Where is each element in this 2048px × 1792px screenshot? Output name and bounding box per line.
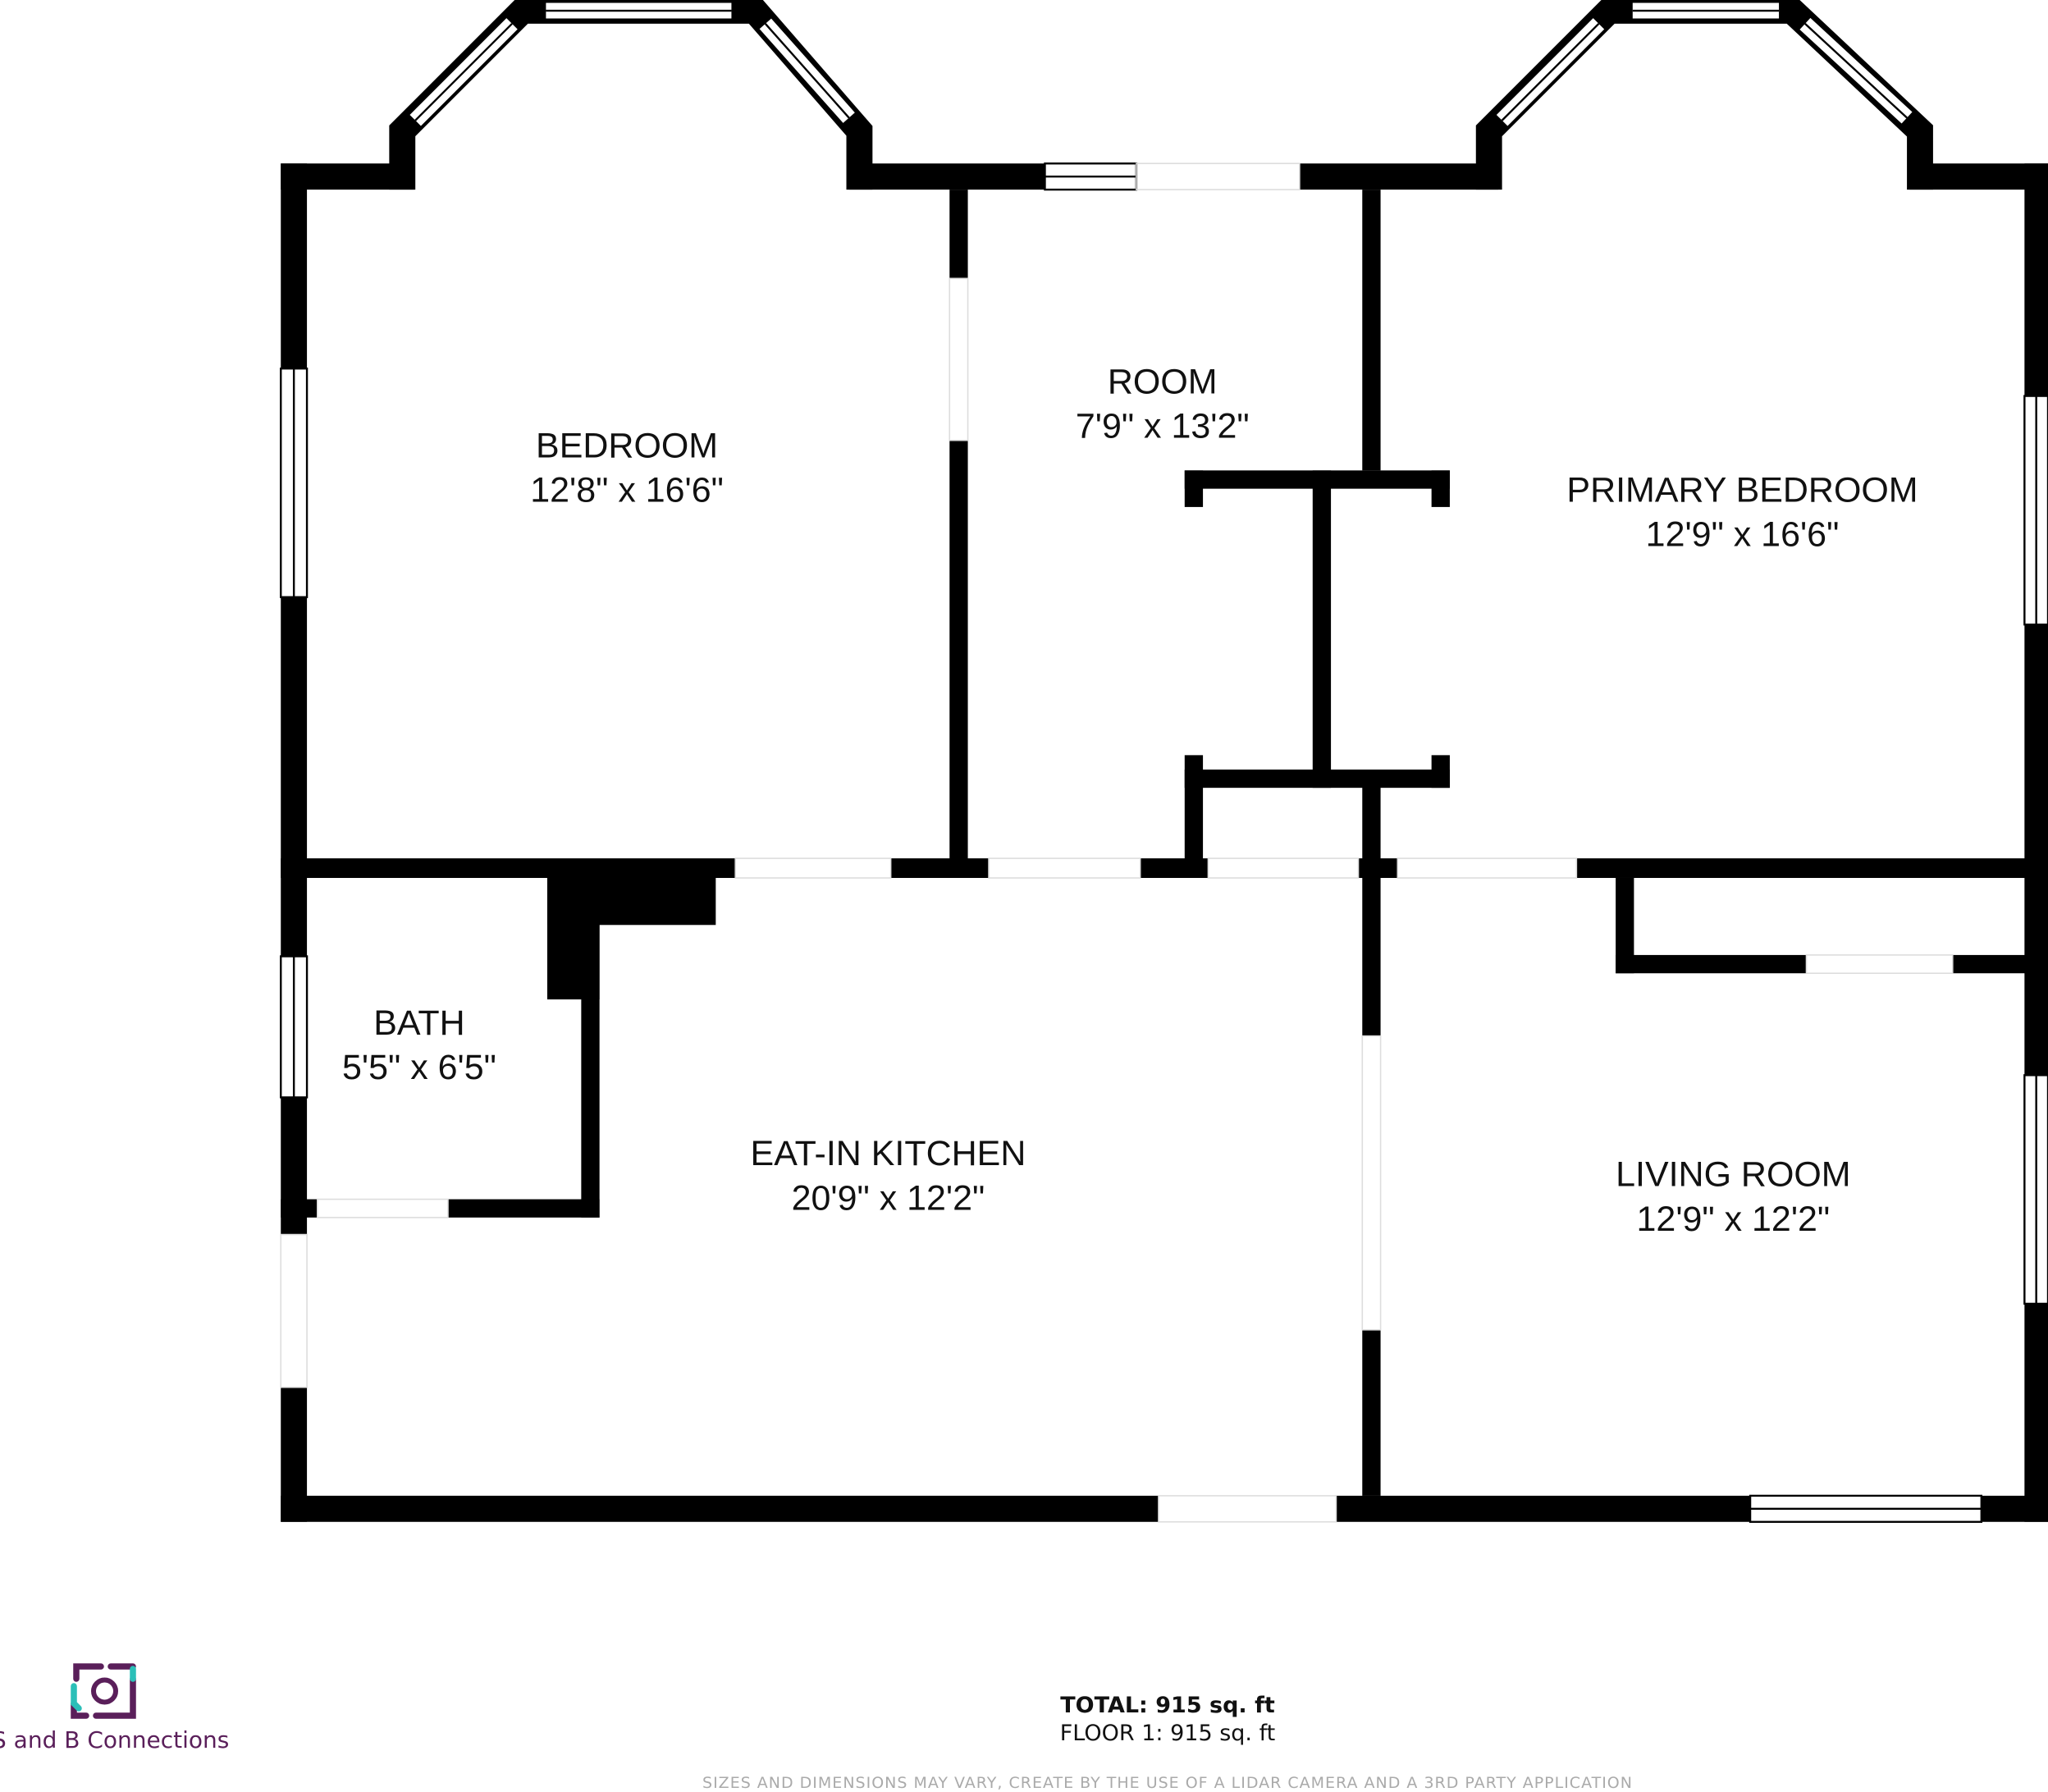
total-area: TOTAL: 915 sq. ft bbox=[1060, 1693, 1275, 1718]
walls bbox=[281, 163, 2048, 1522]
room-size: 12'8" x 16'6" bbox=[530, 471, 724, 510]
room-name: LIVING ROOM bbox=[1616, 1155, 1851, 1195]
room-name: ROOM bbox=[1108, 362, 1218, 401]
room-size: 12'9" x 16'6" bbox=[1646, 515, 1840, 555]
floor-area: FLOOR 1: 915 sq. ft bbox=[1059, 1721, 1276, 1746]
openings bbox=[280, 162, 1954, 1523]
bay-windows bbox=[389, 0, 1933, 190]
room-name: BEDROOM bbox=[536, 426, 718, 465]
room-labels: BEDROOM 12'8" x 16'6" ROOM 7'9" x 13'2" … bbox=[342, 362, 1918, 1238]
room-name: EAT-IN KITCHEN bbox=[751, 1134, 1026, 1173]
disclaimer: SIZES AND DIMENSIONS MAY VARY, CREATE BY… bbox=[702, 1774, 1633, 1792]
brand-name: S and B Connections bbox=[0, 1726, 230, 1753]
room-size: 5'5" x 6'5" bbox=[342, 1048, 496, 1087]
brand-logo-icon bbox=[71, 1663, 136, 1719]
room-name: BATH bbox=[373, 1003, 464, 1043]
room-size: 12'9" x 12'2" bbox=[1637, 1200, 1831, 1239]
room-size: 7'9" x 13'2" bbox=[1076, 407, 1250, 446]
room-name: PRIMARY BEDROOM bbox=[1566, 471, 1918, 510]
room-size: 20'9" x 12'2" bbox=[792, 1178, 985, 1218]
windows bbox=[280, 162, 2048, 1523]
